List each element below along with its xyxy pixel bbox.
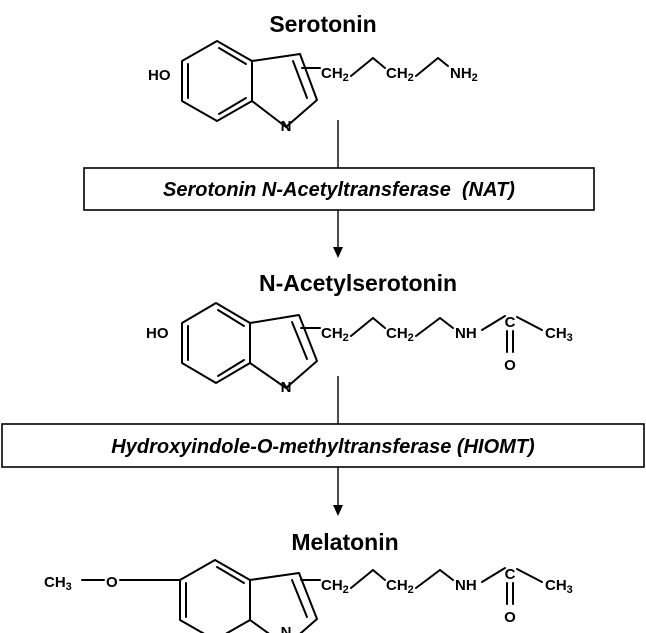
serotonin-amine: NH2 <box>450 65 478 84</box>
melatonin-title: Melatonin <box>291 529 398 555</box>
n-acetylserotonin-methyl: CH3 <box>545 325 573 344</box>
serotonin-hydroxyl-label: HO <box>148 67 171 84</box>
melatonin-ch2-b: CH2 <box>386 577 414 596</box>
enzyme-nat-box: Serotonin N-Acetyltransferase (NAT) <box>83 167 595 211</box>
serotonin-pyrrole-ring <box>251 53 318 128</box>
n-acetylserotonin-ring-nitrogen: N <box>281 379 292 396</box>
serotonin-benzene-ring <box>181 40 253 122</box>
n-acetylserotonin-structure: N-Acetylserotonin HO N CH2 CH2 NH C O CH… <box>146 270 573 396</box>
enzyme-hiomt-label: Hydroxyindole-O-methyltransferase (HIOMT… <box>111 436 535 458</box>
melatonin-pyrrole-ring <box>249 572 318 633</box>
melatonin-benzene-ring <box>179 559 251 633</box>
enzyme-nat-label: Serotonin N-Acetyltransferase (NAT) <box>163 179 515 201</box>
melatonin-methyl: CH3 <box>545 577 573 596</box>
n-acetylserotonin-carbonyl-oxygen: O <box>504 357 516 374</box>
melatonin-structure: Melatonin CH3 O N CH2 CH2 NH C O CH3 <box>44 529 573 633</box>
melatonin-ch2-a: CH2 <box>321 577 349 596</box>
melatonin-carbonyl-carbon: C <box>505 566 516 583</box>
arrowhead-2 <box>333 505 343 516</box>
melatonin-ring-nitrogen: N <box>281 624 292 633</box>
serotonin-title: Serotonin <box>269 11 376 37</box>
n-acetylserotonin-hydroxyl-label: HO <box>146 325 169 342</box>
melatonin-ether-oxygen: O <box>106 574 118 591</box>
n-acetylserotonin-ch2-b: CH2 <box>386 325 414 344</box>
serotonin-ch2-a: CH2 <box>321 65 349 84</box>
arrowhead-1 <box>333 247 343 258</box>
n-acetylserotonin-benzene-ring <box>181 302 251 384</box>
enzyme-hiomt-box: Hydroxyindole-O-methyltransferase (HIOMT… <box>1 423 645 468</box>
n-acetylserotonin-pyrrole-ring <box>249 314 318 389</box>
melatonin-carbonyl-oxygen: O <box>504 609 516 626</box>
n-acetylserotonin-ch2-a: CH2 <box>321 325 349 344</box>
n-acetylserotonin-carbonyl-carbon: C <box>505 314 516 331</box>
melatonin-nh: NH <box>455 577 477 594</box>
serotonin-structure: Serotonin HO N CH2 CH2 NH2 <box>148 11 478 135</box>
serotonin-ch2-b: CH2 <box>386 65 414 84</box>
n-acetylserotonin-nh: NH <box>455 325 477 342</box>
melatonin-methoxy-ch3: CH3 <box>44 574 72 593</box>
n-acetylserotonin-title: N-Acetylserotonin <box>259 270 457 296</box>
serotonin-ring-nitrogen: N <box>281 118 292 135</box>
